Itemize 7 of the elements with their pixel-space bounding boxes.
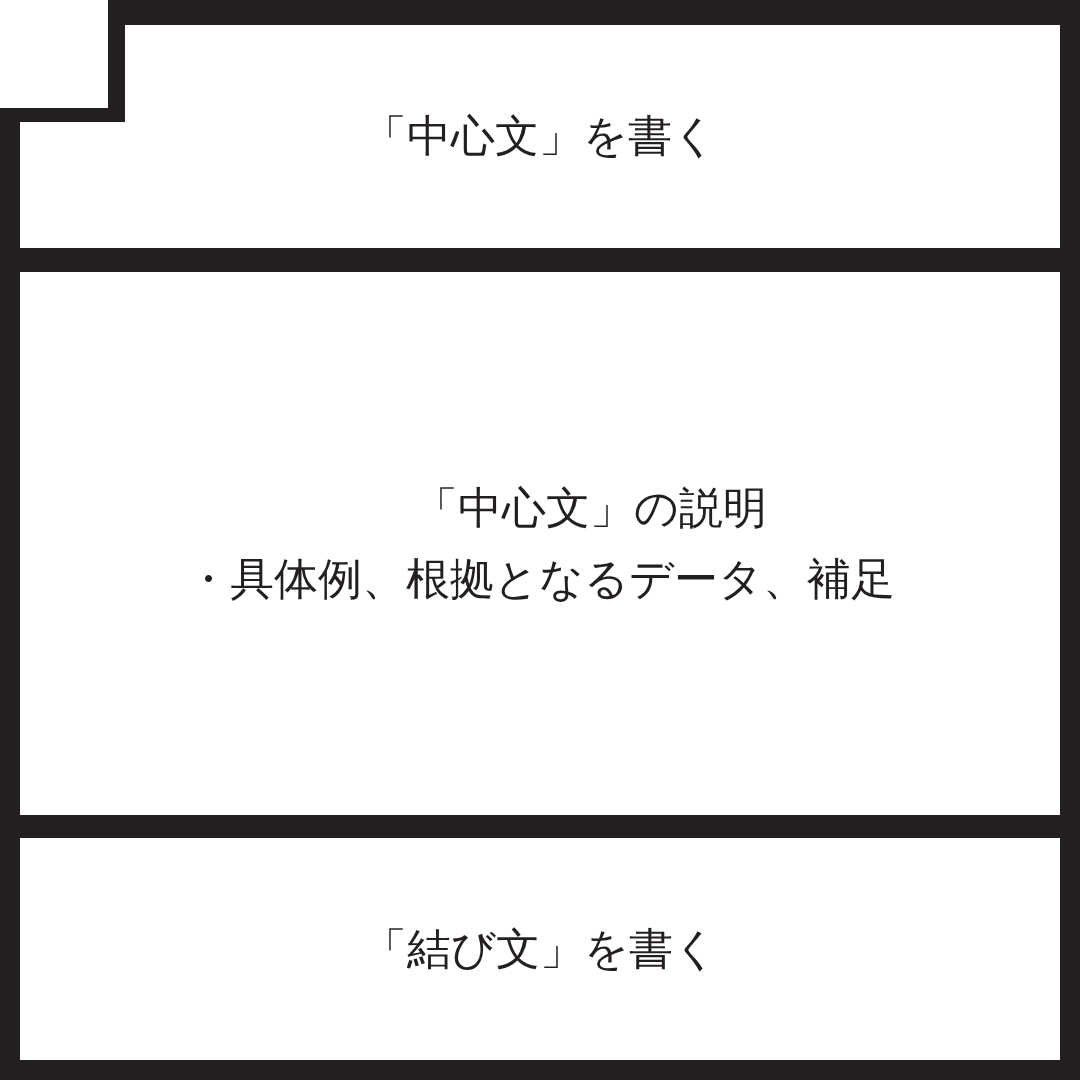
box-heading: 「中心文」の説明 <box>413 481 767 536</box>
box-heading: 「結び文」を書く <box>362 921 718 976</box>
notched-heading-box <box>20 25 1060 248</box>
content-box <box>20 838 1060 1060</box>
bullet-text: ・具体例、根拠となるデータ、補足 <box>185 551 895 606</box>
content-box <box>20 272 1060 815</box>
box-heading: 「中心文」を書く <box>363 109 717 164</box>
